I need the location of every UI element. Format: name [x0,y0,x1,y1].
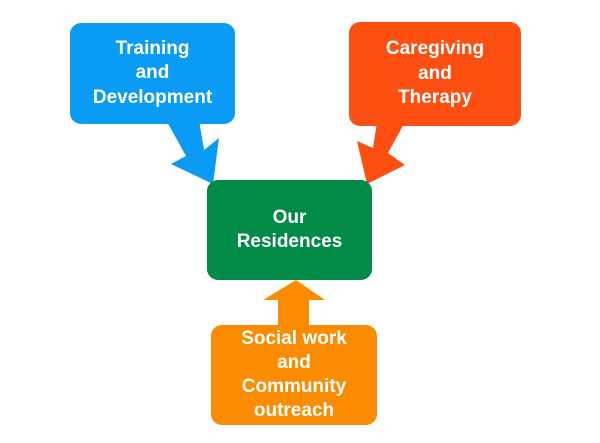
node-label-line: Development [92,86,213,108]
node-label-line: and [135,62,170,84]
node-label-line: outreach [253,400,335,421]
node-training-and-development: Training and Development [70,23,235,124]
node-our-residences: Our Residences [207,180,372,280]
arrow-training-to-residences [166,120,219,184]
node-social-work-and-community-outreach: Social work and Community outreach [211,325,377,425]
node-label-line: Therapy [398,87,472,109]
arrow-social-to-residences [263,280,325,330]
node-caregiving-and-therapy: Caregiving and Therapy [349,22,521,126]
node-label-line: Our [272,206,307,228]
node-label-line: Community [241,376,347,397]
node-label-line: Residences [236,231,343,252]
node-label-line: Caregiving [385,38,485,60]
node-label-line: and [277,352,311,373]
arrow-caregiving-to-residences [357,122,405,184]
node-label-line: Training [115,37,190,59]
node-label-line: and [418,62,452,84]
node-label-line: Social work [241,328,347,349]
